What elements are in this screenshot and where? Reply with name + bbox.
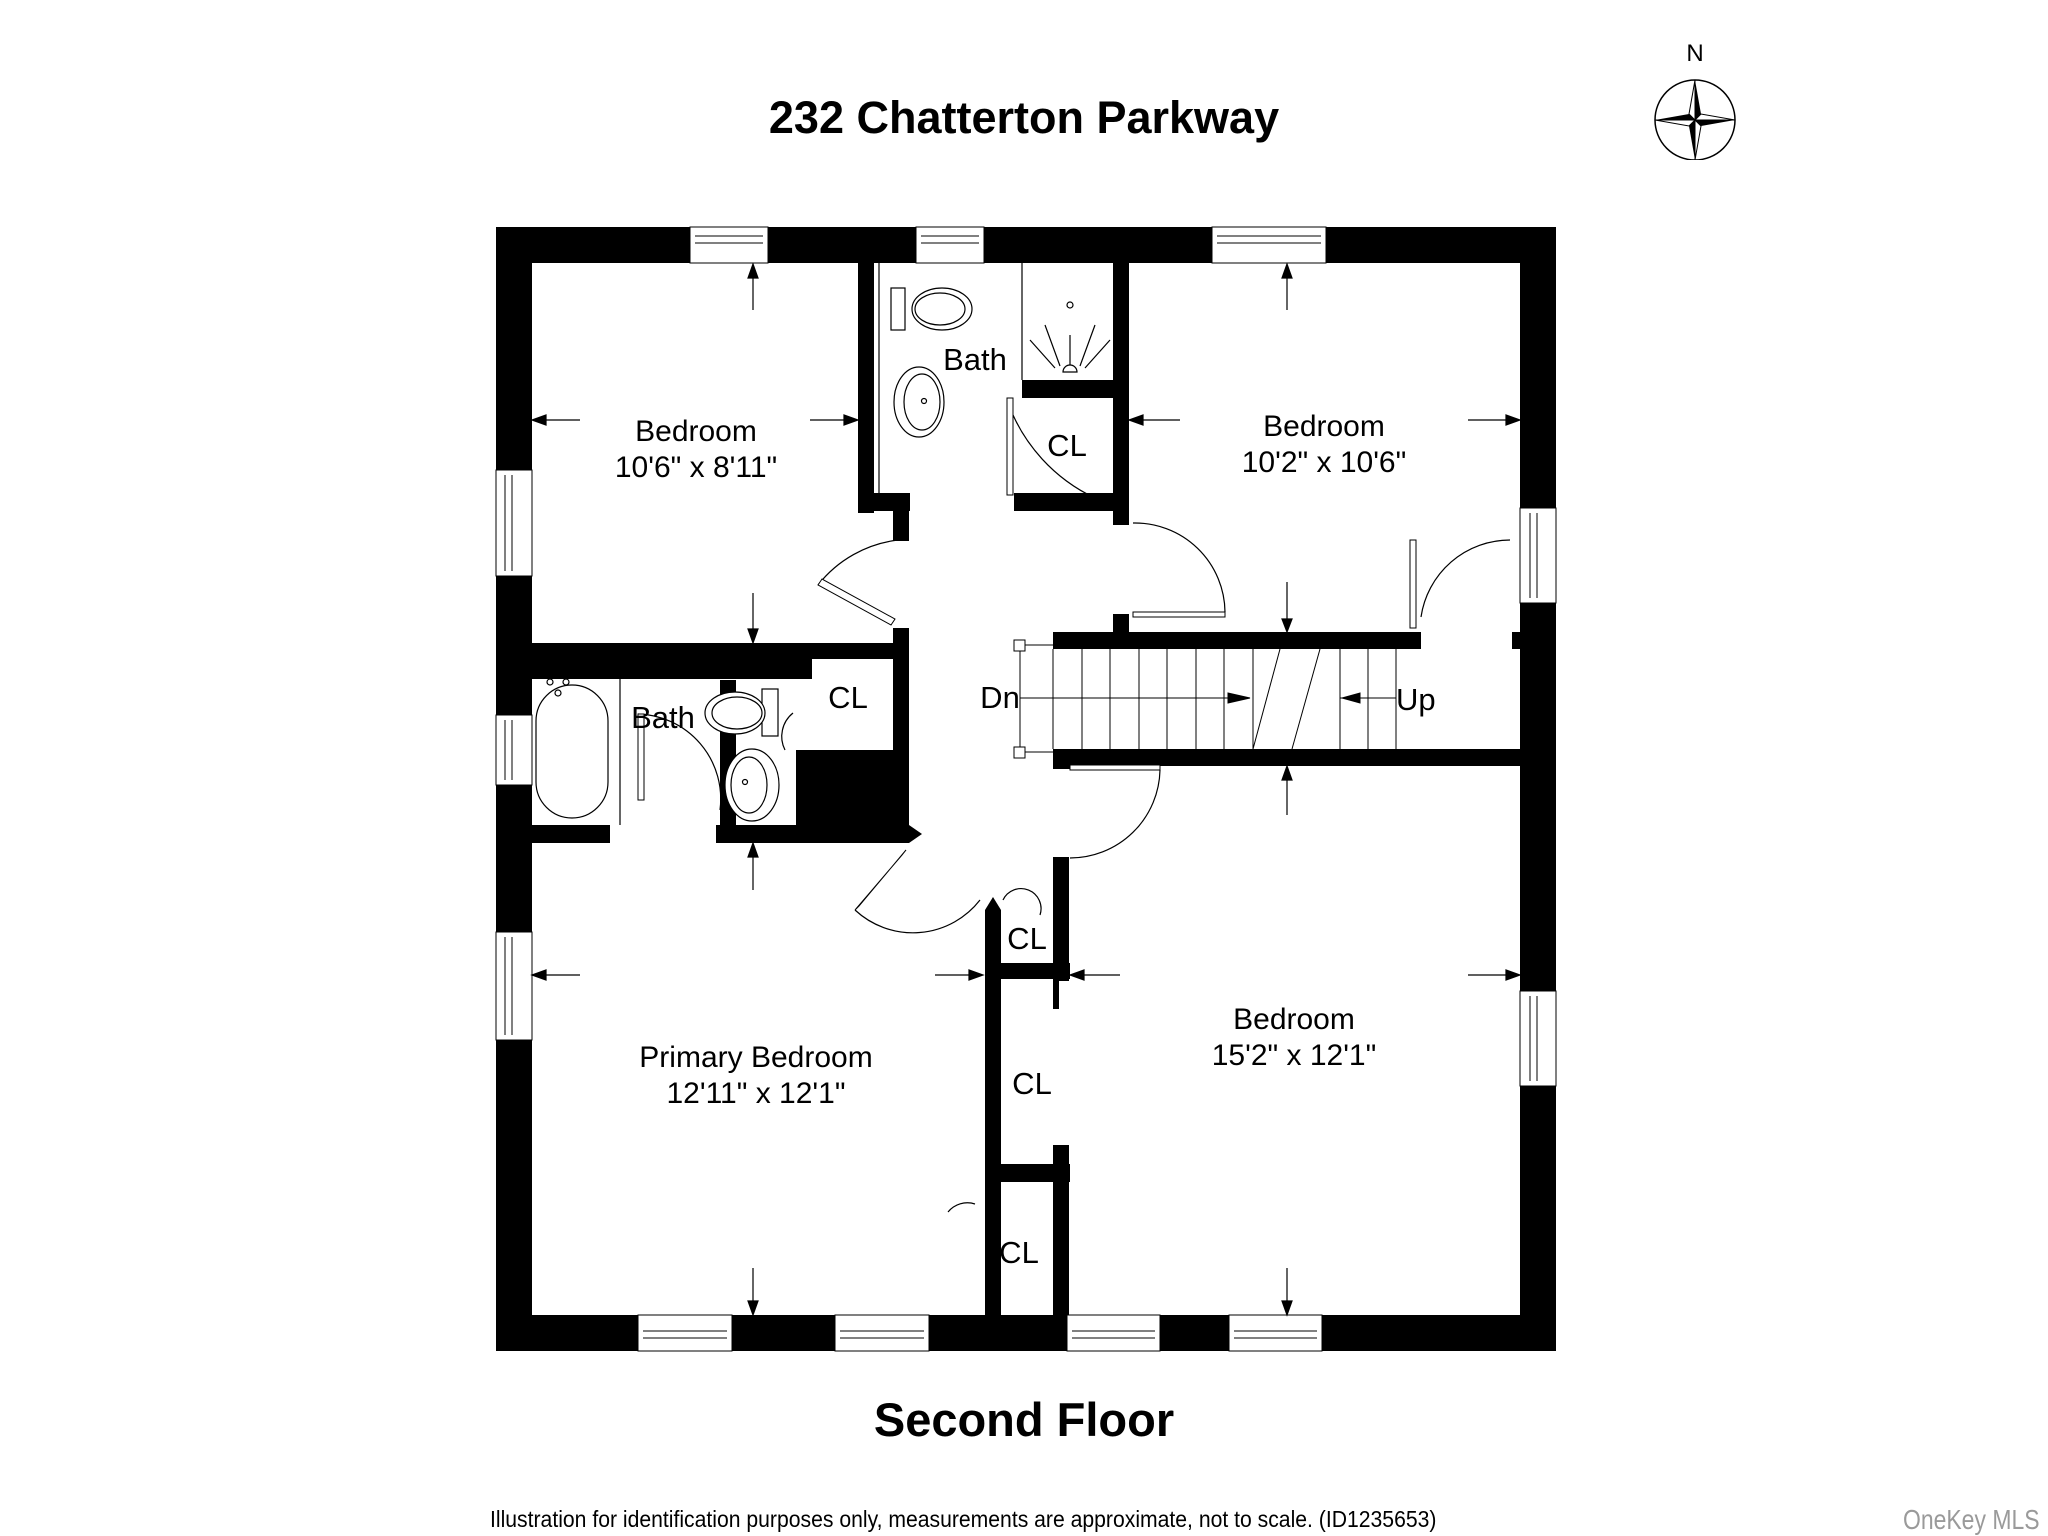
bath-fixtures xyxy=(535,263,1111,825)
bath-label-upper: Bath xyxy=(943,342,1007,377)
sink-icon xyxy=(893,366,945,438)
room-primary-bedroom: Primary Bedroom 12'11" x 12'1" xyxy=(639,1040,872,1112)
stairs-up-label: Up xyxy=(1396,682,1436,717)
closet-label: CL xyxy=(1012,1066,1052,1101)
floor-name: Second Floor xyxy=(873,1393,1175,1446)
room-name: Bedroom xyxy=(1233,1003,1355,1036)
room-dimensions: 12'11" x 12'1" xyxy=(666,1077,846,1110)
dimension-arrows xyxy=(530,262,1522,1317)
stairs-down-label: Dn xyxy=(980,680,1020,715)
room-bedroom-ne: Bedroom 10'2" x 10'6" xyxy=(1242,409,1407,481)
bathtub-icon xyxy=(535,678,621,825)
room-dimensions: 15'2" x 12'1" xyxy=(1211,1039,1377,1072)
compass-rose-icon: N xyxy=(1650,40,1740,160)
room-bedroom-nw: Bedroom 10'6" x 8'11" xyxy=(615,414,777,486)
toilet-icon xyxy=(890,287,973,331)
property-address-title: 232 Chatterton Parkway xyxy=(768,92,1280,143)
door-swings xyxy=(637,402,1511,1213)
disclaimer-text: Illustration for identification purposes… xyxy=(490,1506,1437,1532)
staircase-icon xyxy=(1013,639,1397,759)
shower-icon xyxy=(1029,301,1111,373)
windows xyxy=(495,226,1557,1352)
walls xyxy=(496,227,1556,1351)
toilet-icon xyxy=(704,688,779,737)
closet-label: CL xyxy=(828,680,868,715)
closet-label: CL xyxy=(1007,921,1047,956)
bath-label-lower: Bath xyxy=(631,700,695,735)
sink-icon xyxy=(724,748,780,822)
room-dimensions: 10'6" x 8'11" xyxy=(614,451,778,484)
north-label: N xyxy=(1686,40,1704,67)
room-name: Bedroom xyxy=(635,415,757,448)
room-bedroom-se: Bedroom 15'2" x 12'1" xyxy=(1212,1002,1377,1074)
brand-watermark: OneKey MLS xyxy=(1903,1504,2040,1535)
closet-label: CL xyxy=(999,1235,1039,1270)
room-dimensions: 10'2" x 10'6" xyxy=(1241,446,1407,479)
room-name: Bedroom xyxy=(1263,410,1385,443)
closet-label: CL xyxy=(1047,428,1087,463)
door-leaves xyxy=(637,397,1417,911)
room-name: Primary Bedroom xyxy=(639,1041,873,1074)
